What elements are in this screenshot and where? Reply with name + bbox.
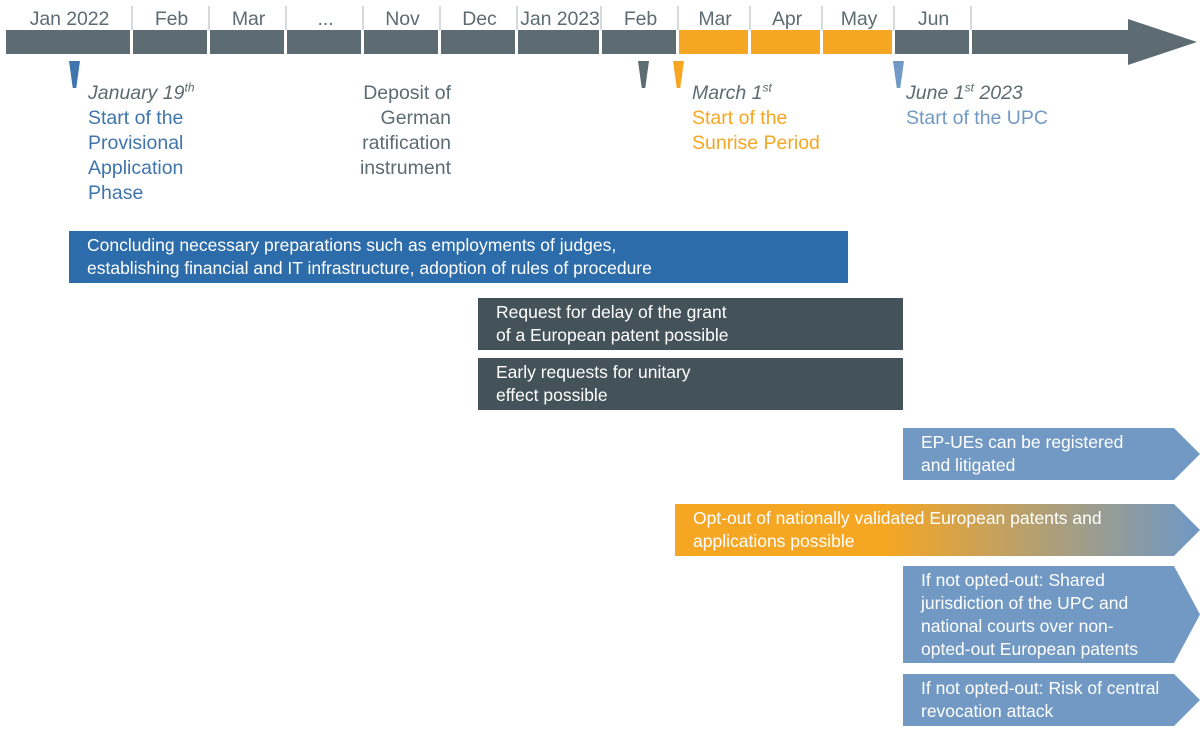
bar-opt-out-possible: Opt-out of nationally validated European… bbox=[675, 504, 1200, 556]
timeline-axis bbox=[6, 6, 1197, 65]
bar-arrow-shape bbox=[903, 566, 1200, 663]
timeline-month-label: Feb bbox=[623, 8, 658, 30]
bar-label: If not opted-out: Risk of central revoca… bbox=[921, 678, 1160, 721]
timeline-month-label: Jan 2022 bbox=[29, 8, 110, 30]
bar-request-delay-grant: Request for delay of the grant of a Euro… bbox=[478, 298, 903, 350]
timeline-month-label: Mar bbox=[231, 8, 266, 30]
timeline-segment bbox=[6, 30, 133, 54]
callout-date: January 19th bbox=[88, 80, 195, 104]
callout-date-ordinal: th bbox=[184, 80, 195, 95]
bar-central-revocation-risk: If not opted-out: Risk of central revoca… bbox=[903, 674, 1200, 726]
callout-date-ordinal: st bbox=[964, 80, 974, 95]
timeline-month-label: Dec bbox=[462, 8, 497, 30]
timeline-month-label: Nov bbox=[385, 8, 420, 30]
bar-label: Opt-out of nationally validated European… bbox=[693, 508, 1102, 551]
bar-ep-ues-registered: EP-UEs can be registered and litigated bbox=[903, 428, 1200, 480]
bar-label: Request for delay of the grant of a Euro… bbox=[496, 302, 729, 345]
timeline-segment bbox=[441, 30, 518, 54]
callout-description: Start of the Provisional Application Pha… bbox=[88, 107, 184, 204]
callout-description: Start of the UPC bbox=[906, 107, 1048, 129]
timeline-month-label: ... bbox=[317, 8, 334, 30]
timeline-segment bbox=[602, 30, 679, 54]
callout-date: March 1st bbox=[692, 80, 772, 104]
bar-preparations: Concluding necessary preparations such a… bbox=[69, 231, 848, 283]
bar-arrow-shape bbox=[903, 428, 1200, 480]
callout-date-ordinal: st bbox=[762, 80, 772, 95]
timeline-month-label: Feb bbox=[154, 8, 189, 30]
timeline-month-label: Jun bbox=[917, 8, 950, 30]
timeline-segment bbox=[823, 30, 895, 54]
callout-german-ratification-deposit: Deposit of German ratification instrumen… bbox=[0, 81, 451, 181]
timeline-segment bbox=[972, 30, 1130, 54]
bar-arrow-shape bbox=[903, 674, 1200, 726]
bar-label: Concluding necessary preparations such a… bbox=[87, 235, 652, 278]
bar-label: If not opted-out: Shared jurisdiction of… bbox=[921, 569, 1138, 659]
timeline-segment bbox=[210, 30, 287, 54]
bar-shared-jurisdiction: If not opted-out: Shared jurisdiction of… bbox=[903, 566, 1200, 663]
bar-early-unitary-effect: Early requests for unitary effect possib… bbox=[478, 358, 903, 410]
timeline-month-label: Apr bbox=[771, 8, 803, 30]
callout-description: Start of the Sunrise Period bbox=[692, 107, 820, 154]
timeline-segment bbox=[895, 30, 972, 54]
timeline-segment bbox=[679, 30, 751, 54]
timeline-segment bbox=[751, 30, 823, 54]
timeline-segment bbox=[133, 30, 210, 54]
timeline-month-label: May bbox=[840, 8, 878, 30]
callout-date: June 1st 2023 bbox=[906, 80, 1023, 104]
timeline-segment bbox=[287, 30, 364, 54]
timeline-arrowhead-icon bbox=[1128, 19, 1197, 65]
timeline-month-label: Mar bbox=[698, 8, 732, 30]
callout-description: Deposit of German ratification instrumen… bbox=[359, 82, 451, 179]
timeline-segment bbox=[518, 30, 602, 54]
bar-arrow-shape bbox=[675, 504, 1200, 556]
timeline-month-label: Jan 2023 bbox=[520, 8, 600, 30]
bar-label: Early requests for unitary effect possib… bbox=[496, 362, 691, 405]
bar-label: EP-UEs can be registered and litigated bbox=[921, 432, 1124, 475]
timeline-segment bbox=[364, 30, 441, 54]
